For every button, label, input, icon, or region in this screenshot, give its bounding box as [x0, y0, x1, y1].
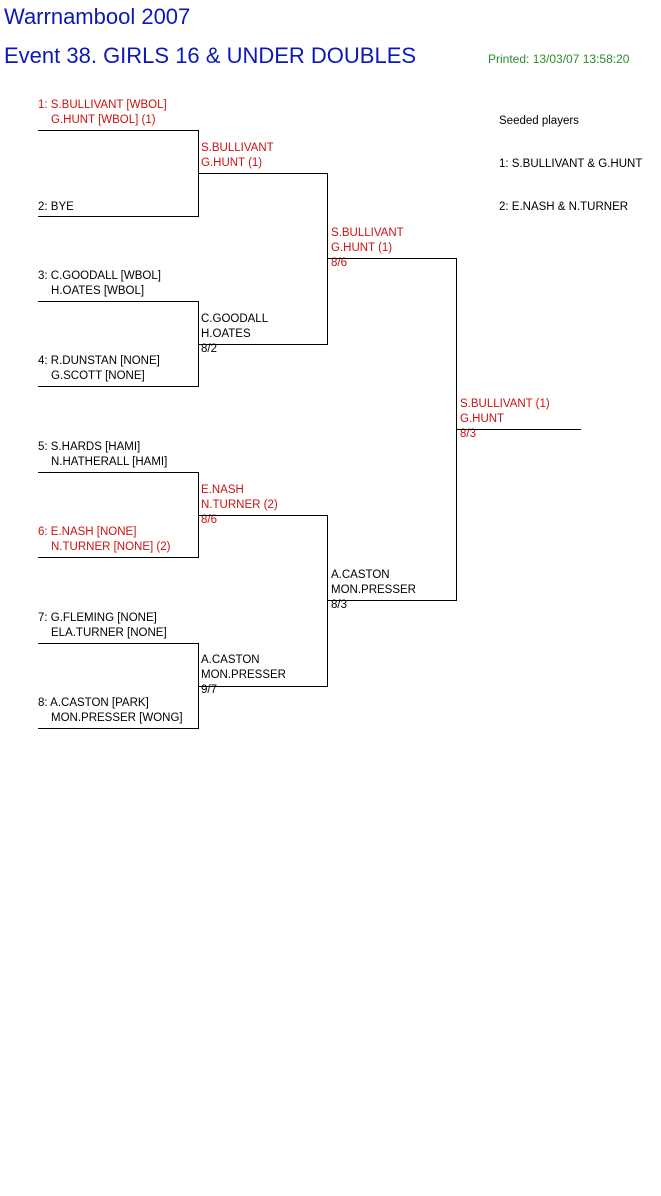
bracket-line — [198, 515, 327, 516]
seed-1: 1: S.BULLIVANT & G.HUNT — [499, 158, 643, 170]
printed-timestamp: Printed: 13/03/07 13:58:20 — [488, 52, 630, 66]
r2-match-3-line1: E.NASH — [201, 484, 244, 496]
bracket-line — [38, 643, 198, 644]
bracket-line — [38, 386, 198, 387]
bracket-line — [456, 429, 581, 430]
r2-match-1-line1: S.BULLIVANT — [201, 142, 274, 154]
semi-1-line2: G.HUNT (1) — [331, 242, 393, 254]
draw-3-line1: 3: C.GOODALL [WBOL] — [38, 270, 161, 282]
bracket-line — [198, 344, 327, 345]
bracket-line — [198, 173, 327, 174]
final-line2: G.HUNT — [460, 413, 505, 425]
bracket-line — [38, 472, 198, 473]
bracket-line — [38, 728, 198, 729]
bracket-line — [327, 173, 328, 345]
draw-5-line1: 5: S.HARDS [HAMI] — [38, 441, 141, 453]
semi-1-line1: S.BULLIVANT — [331, 227, 404, 239]
r2-match-3-score: 8/6 — [201, 514, 217, 526]
draw-8-line1: 8: A.CASTON [PARK] — [38, 697, 149, 709]
semi-1-score: 8/6 — [331, 257, 347, 269]
bracket-line — [327, 515, 328, 687]
draw-4-line1: 4: R.DUNSTAN [NONE] — [38, 355, 160, 367]
draw-8-line2: MON.PRESSER [WONG] — [51, 712, 183, 724]
draw-1-line2: G.HUNT [WBOL] (1) — [51, 114, 156, 126]
draw-4-line2: G.SCOTT [NONE] — [51, 370, 145, 382]
bracket-line — [198, 686, 327, 687]
draw-1-line1: 1: S.BULLIVANT [WBOL] — [38, 99, 167, 111]
semi-2-score: 8/3 — [331, 599, 347, 611]
seeds-heading: Seeded players — [499, 115, 579, 127]
tournament-title: Warrnambool 2007 — [4, 4, 191, 29]
bracket-line — [38, 130, 198, 131]
draw-3-line2: H.OATES [WBOL] — [51, 285, 145, 297]
r2-match-4-score: 9/7 — [201, 684, 217, 696]
draw-6-line2: N.TURNER [NONE] (2) — [51, 541, 171, 553]
r2-match-3-line2: N.TURNER (2) — [201, 499, 278, 511]
event-title: Event 38. GIRLS 16 & UNDER DOUBLES — [4, 43, 417, 68]
bracket-line — [38, 557, 198, 558]
bracket-line — [327, 600, 456, 601]
final-score: 8/3 — [460, 428, 476, 440]
seed-2: 2: E.NASH & N.TURNER — [499, 201, 629, 213]
r2-match-2-line1: C.GOODALL — [201, 313, 269, 325]
draw-6-line1: 6: E.NASH [NONE] — [38, 526, 137, 538]
draw-2-line1: 2: BYE — [38, 201, 74, 213]
draw-7-line1: 7: G.FLEMING [NONE] — [38, 612, 157, 624]
semi-2-line2: MON.PRESSER — [331, 584, 416, 596]
r2-match-4-line2: MON.PRESSER — [201, 669, 286, 681]
final-line1: S.BULLIVANT (1) — [460, 398, 550, 410]
bracket-line — [327, 258, 456, 259]
r2-match-2-score: 8/2 — [201, 343, 217, 355]
r2-match-2-line2: H.OATES — [201, 328, 251, 340]
bracket-line — [38, 216, 198, 217]
draw-5-line2: N.HATHERALL [HAMI] — [51, 456, 168, 468]
semi-2-line1: A.CASTON — [331, 569, 390, 581]
bracket-line — [38, 301, 198, 302]
r2-match-4-line1: A.CASTON — [201, 654, 260, 666]
draw-7-line2: ELA.TURNER [NONE] — [51, 627, 167, 639]
r2-match-1-line2: G.HUNT (1) — [201, 157, 263, 169]
